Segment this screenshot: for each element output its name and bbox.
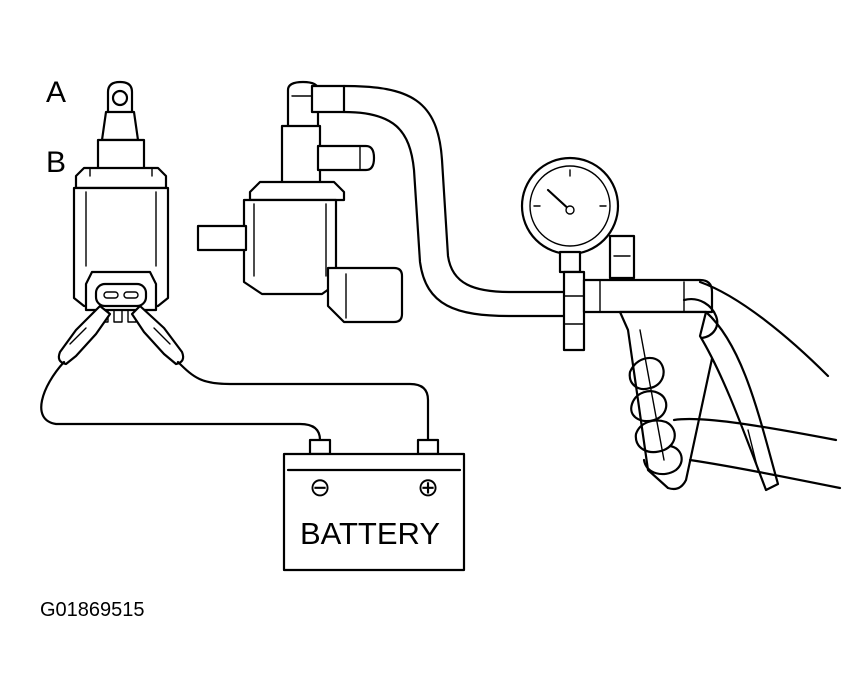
positive-lead-wire	[176, 360, 430, 448]
figure-id: G01869515	[40, 599, 145, 621]
battery-label: BATTERY	[300, 516, 440, 551]
battery	[282, 438, 466, 572]
negative-lead-wire	[40, 360, 322, 448]
battery-positive-symbol: ⊕	[417, 472, 439, 502]
vacuum-pump	[520, 156, 780, 492]
vsv-middle	[196, 80, 404, 324]
alligator-clip-positive	[130, 304, 185, 366]
vsv-left	[72, 80, 170, 323]
alligator-clip-negative	[57, 304, 112, 366]
vacuum-hose	[342, 84, 568, 318]
battery-negative-symbol: ⊖	[309, 472, 331, 502]
port-b-label: B	[46, 146, 66, 179]
hand	[628, 280, 842, 490]
port-a-label: A	[46, 76, 66, 109]
